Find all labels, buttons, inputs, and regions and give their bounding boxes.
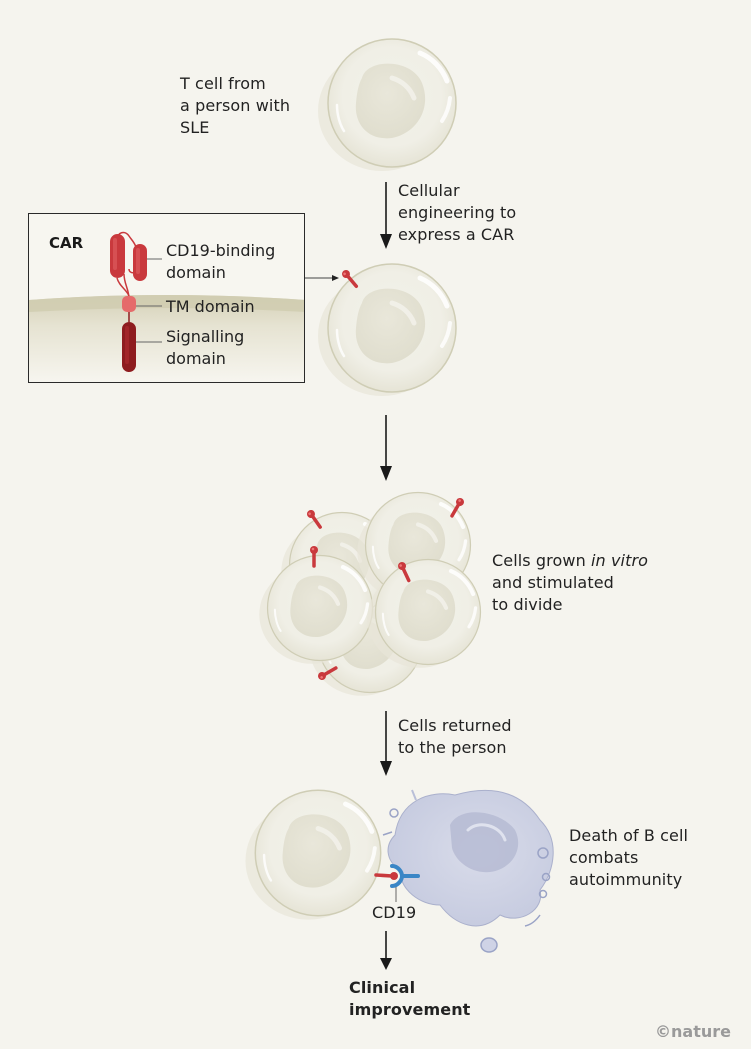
b-cell-dying <box>382 789 554 953</box>
car-cd19-binding <box>374 864 420 902</box>
car-structure-art <box>29 231 304 382</box>
step3-label-text-rest: and stimulated to divide <box>492 573 614 614</box>
step1-label: T cell from a person with SLE <box>180 74 291 137</box>
arrow-engineering-label: Cellular engineering to express a CAR <box>398 181 517 244</box>
cell-cluster <box>259 493 480 696</box>
t-cell-original <box>318 39 456 171</box>
arrow-expansion <box>380 415 392 481</box>
step4-label: Death of B cell combats autoimmunity <box>569 826 689 889</box>
car-structure-inset: CAR CD19-binding domain TM domain Signal… <box>28 213 305 383</box>
arrow-return-label: Cells returned to the person <box>398 716 512 757</box>
t-cell-engineered <box>318 264 456 396</box>
t-cell-car-attack <box>245 790 380 919</box>
car-molecule-icon <box>110 231 147 372</box>
arrow-return <box>380 711 392 776</box>
cd19-binding-domain-label: CD19-binding domain <box>166 241 276 282</box>
arrow-outcome <box>380 931 392 970</box>
signalling-domain-label: Signalling domain <box>166 327 245 368</box>
car-title: CAR <box>49 234 84 252</box>
arrow-engineering <box>380 182 392 249</box>
tm-domain-label: TM domain <box>166 297 255 316</box>
cell-membrane <box>29 295 304 382</box>
step3-label-italic: in vitro <box>591 551 649 570</box>
step3-label: Cells grown in vitro and stimulated to d… <box>492 550 648 616</box>
step3-label-text: Cells grown <box>492 551 592 570</box>
nature-credit: ©nature <box>655 1022 731 1041</box>
cd19-label: CD19 <box>372 903 417 922</box>
outcome-label: Clinical improvement <box>349 978 471 1019</box>
inset-connector-arrow <box>305 275 339 281</box>
